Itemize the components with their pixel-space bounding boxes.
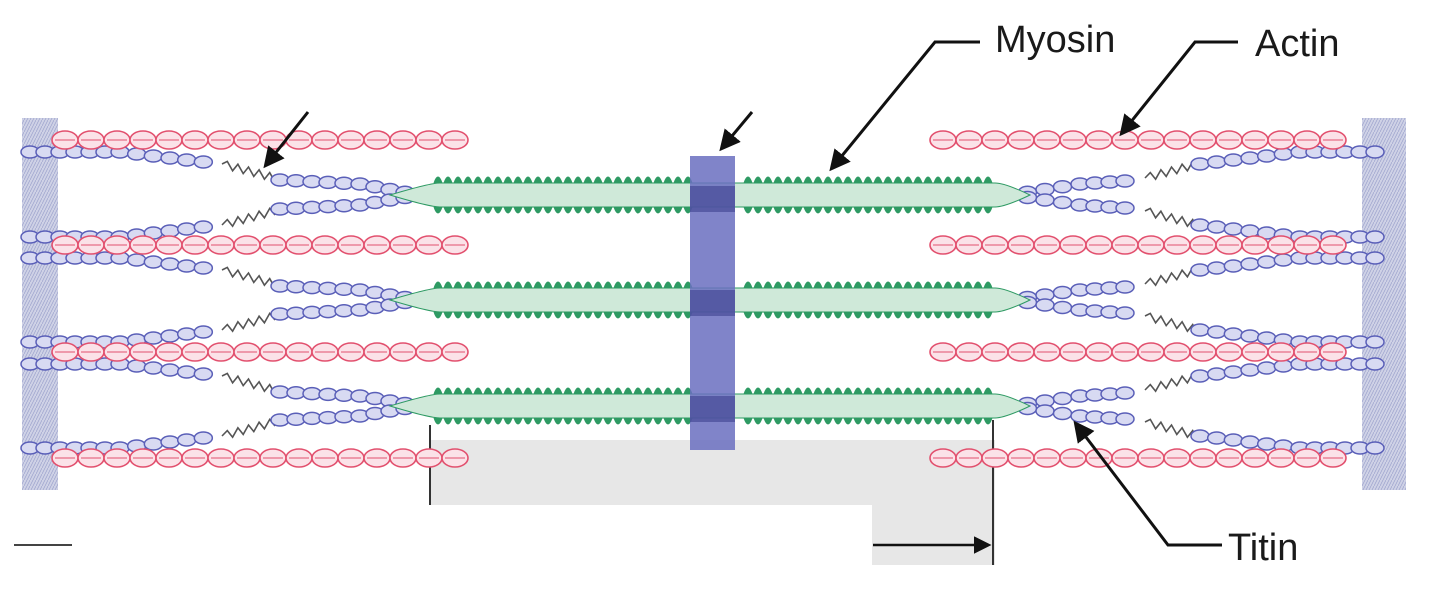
m-line xyxy=(690,156,735,450)
actin-filament-right xyxy=(929,235,1347,255)
actin-filament-left xyxy=(51,342,469,362)
pointer-arrows xyxy=(14,40,1238,554)
m-line-pointer-arrow xyxy=(719,111,754,152)
actin-filament-right xyxy=(929,342,1347,362)
myosin-pointer-arrow xyxy=(829,40,980,172)
titin-filament-right xyxy=(1000,145,1385,244)
spring-pointer-arrow xyxy=(263,111,310,169)
actin-pointer-arrow xyxy=(1119,40,1238,137)
titin-pointer-arrow xyxy=(1073,420,1222,547)
titin-filament-right xyxy=(1000,357,1385,455)
actin-filament-right xyxy=(929,130,1347,150)
actin-filament-left xyxy=(51,448,469,468)
titin-label: Titin xyxy=(1228,527,1298,569)
actin-filament-left xyxy=(51,130,469,150)
actin-filament-left xyxy=(51,235,469,255)
titin-filament-right xyxy=(1000,251,1385,349)
z-disc-left xyxy=(22,118,58,490)
myosin-filaments xyxy=(388,176,1032,425)
actin-filament-right xyxy=(929,448,1347,468)
z-disc-right xyxy=(1362,118,1406,490)
myosin-filament xyxy=(388,281,1032,319)
actin-label: Actin xyxy=(1255,23,1339,65)
actin-filaments xyxy=(51,130,1347,468)
myosin-label: Myosin xyxy=(995,19,1115,61)
